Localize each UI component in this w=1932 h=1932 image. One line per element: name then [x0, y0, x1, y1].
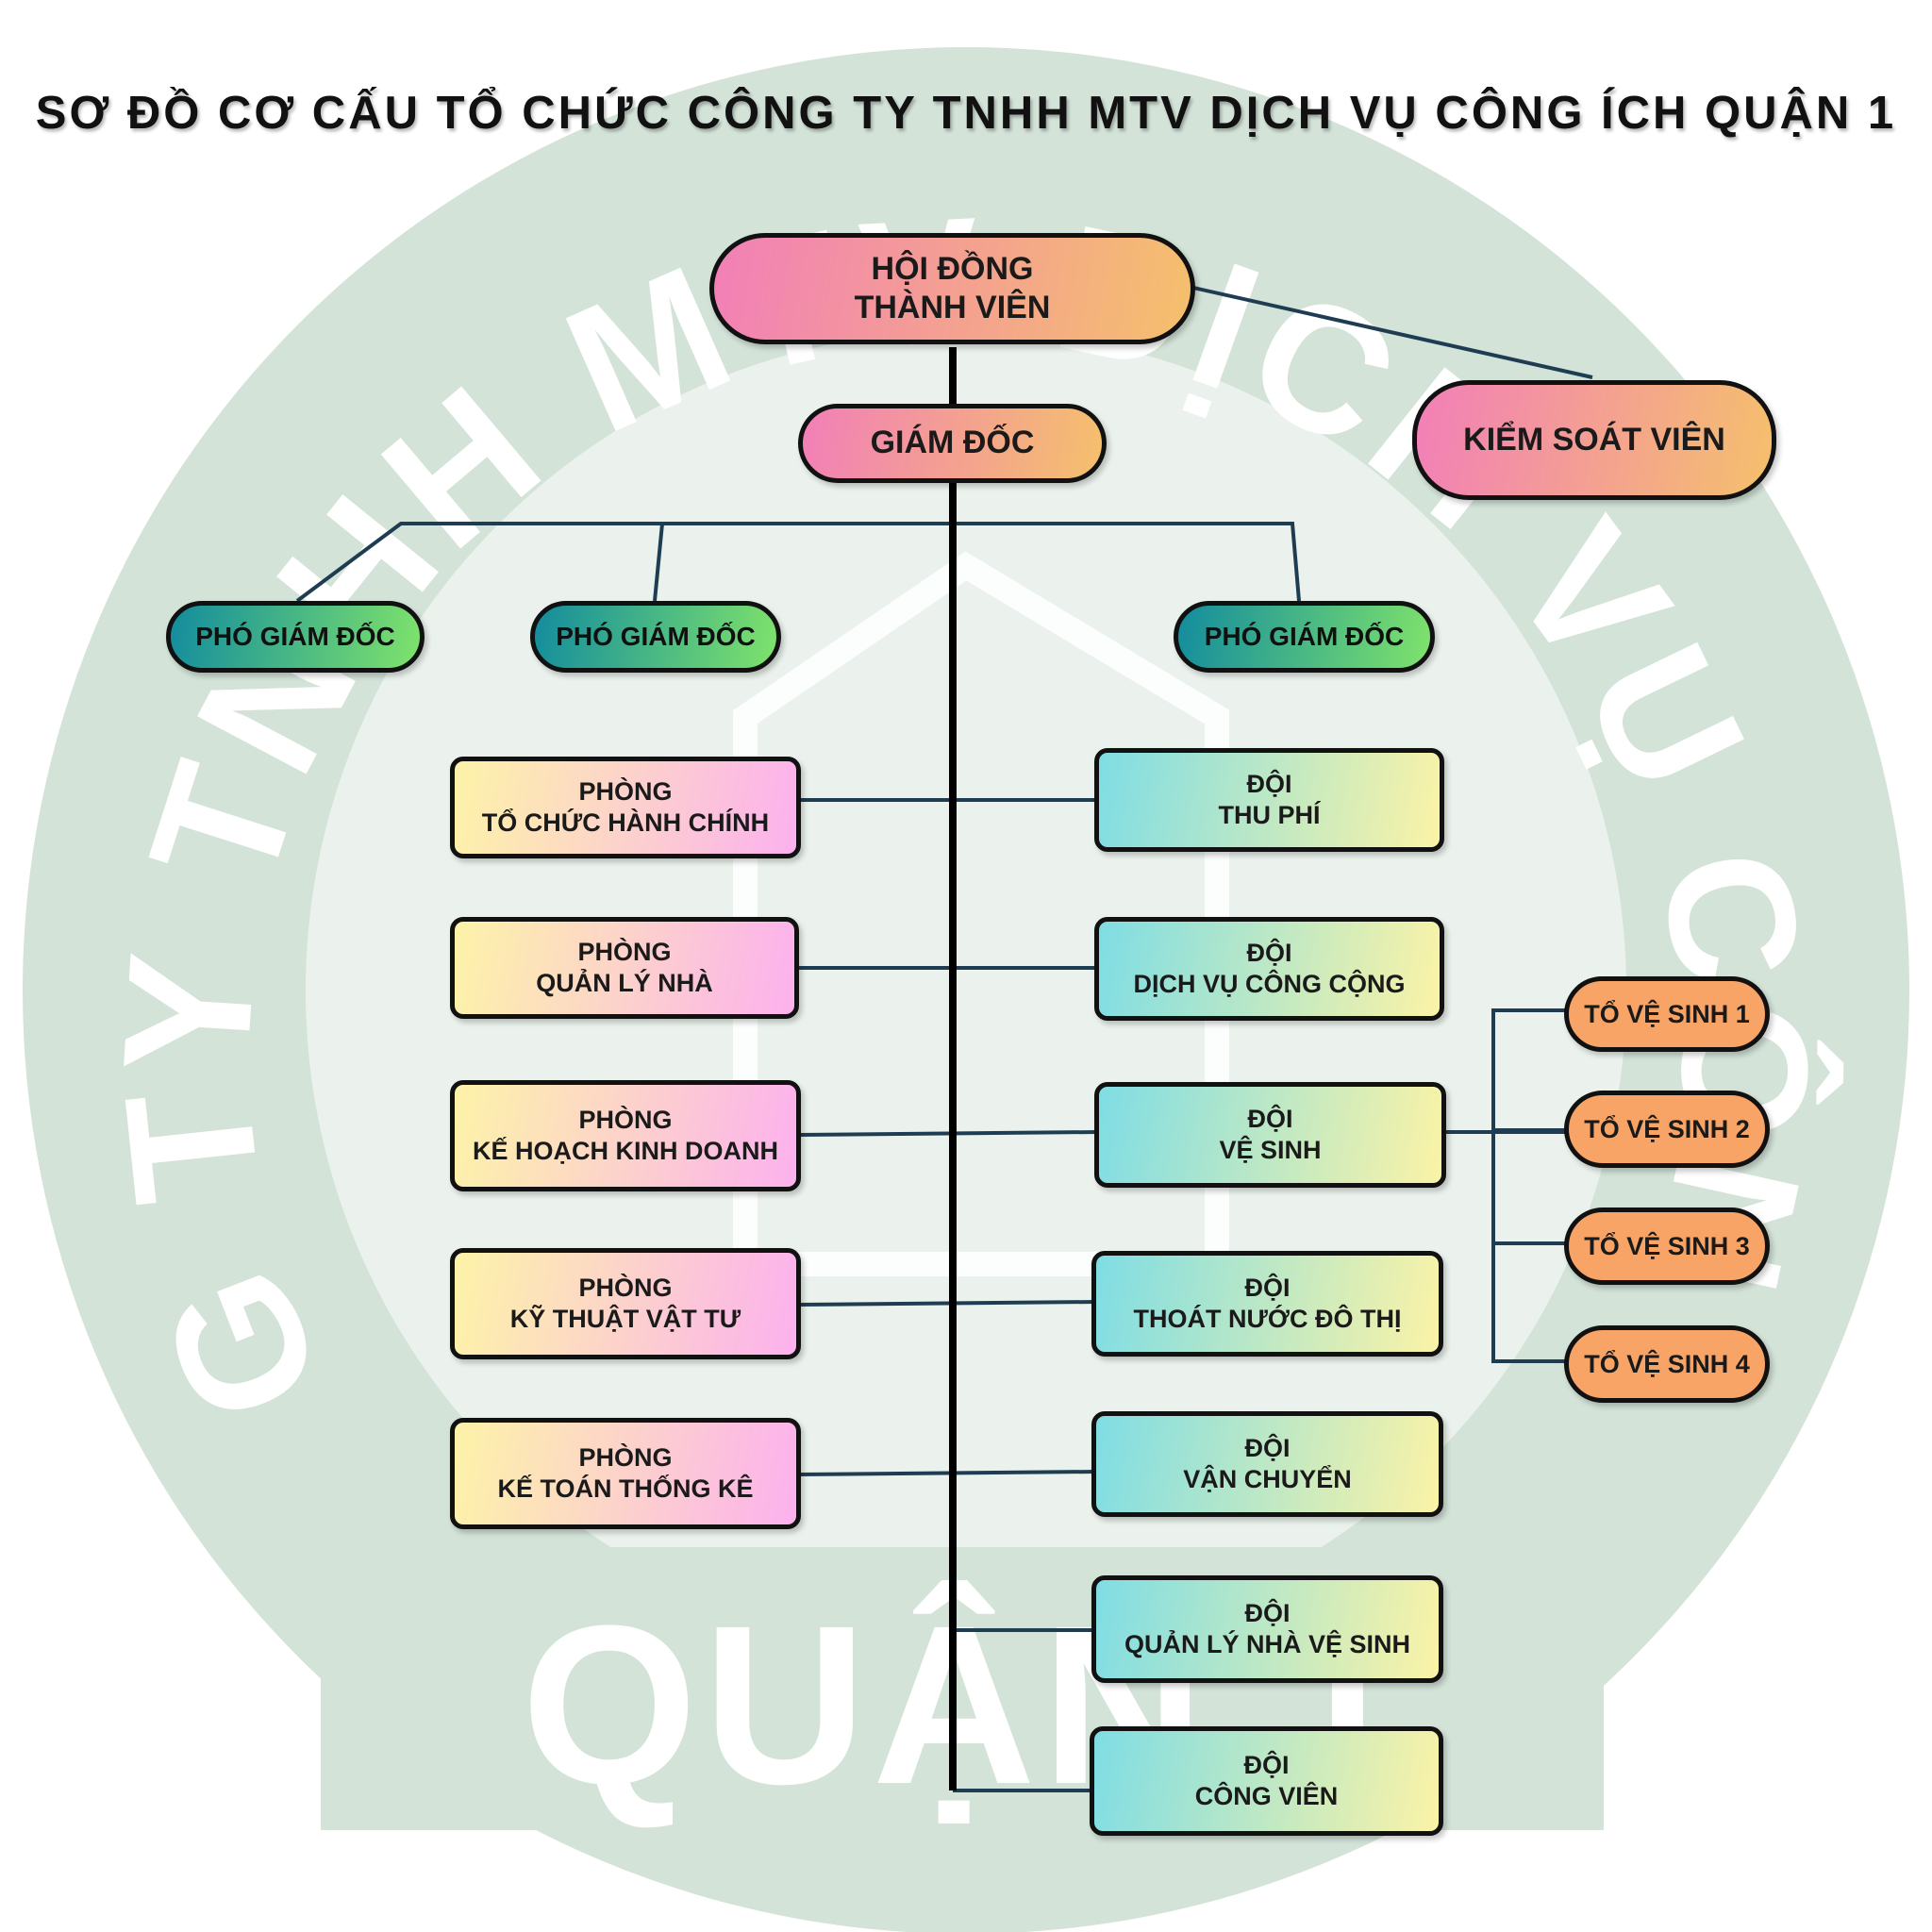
sanitation-group-box-3[interactable]: TỔ VỆ SINH 3 — [1564, 1208, 1770, 1285]
department-box-3[interactable]: PHÒNG KẾ HOẠCH KINH DOANH — [450, 1080, 801, 1191]
sanitation-group-box-4[interactable]: TỔ VỆ SINH 4 — [1564, 1325, 1770, 1403]
box-label: PHÒNG — [578, 777, 673, 807]
box-label: TỔ VỆ SINH 1 — [1584, 999, 1750, 1028]
dept-link-3 — [797, 1130, 1098, 1137]
department-box-2[interactable]: PHÒNG QUẢN LÝ NHÀ — [450, 917, 799, 1019]
box-label: PHÒNG — [578, 1443, 673, 1473]
box-label: ĐỘI — [1243, 1751, 1290, 1780]
sanitation-group-box-2[interactable]: TỔ VỆ SINH 2 — [1564, 1091, 1770, 1168]
box-label: VỆ SINH — [1219, 1136, 1322, 1164]
vice-director-box-3[interactable]: PHÓ GIÁM ĐỐC — [1174, 601, 1435, 673]
team-box-2[interactable]: ĐỘI DỊCH VỤ CÔNG CỘNG — [1094, 917, 1444, 1021]
team-box-4[interactable]: ĐỘI THOÁT NƯỚC ĐÔ THỊ — [1091, 1251, 1443, 1357]
box-label: GIÁM ĐỐC — [870, 425, 1035, 461]
board-of-members-box[interactable]: HỘI ĐỒNG THÀNH VIÊN — [709, 233, 1195, 344]
box-label: KIỂM SOÁT VIÊN — [1463, 421, 1725, 458]
chart-title: SƠ ĐỒ CƠ CẤU TỔ CHỨC CÔNG TY TNHH MTV DỊ… — [35, 88, 1897, 139]
box-label: PHÒNG — [578, 1274, 673, 1303]
secondary-links — [295, 286, 1593, 1792]
vice-director-bus — [295, 522, 1301, 603]
department-box-4[interactable]: PHÒNG KỸ THUẬT VẬT TƯ — [450, 1248, 801, 1359]
box-label: CÔNG VIÊN — [1194, 1782, 1339, 1810]
box-label: ĐỘI — [1246, 939, 1292, 968]
dept-link-4 — [797, 1300, 1098, 1307]
director-box[interactable]: GIÁM ĐỐC — [798, 404, 1107, 483]
box-label: PHÓ GIÁM ĐỐC — [1204, 621, 1405, 651]
box-label: ĐỘI — [1244, 1434, 1291, 1463]
box-label: ĐỘI — [1246, 770, 1292, 799]
vice-director-box-2[interactable]: PHÓ GIÁM ĐỐC — [530, 601, 781, 673]
box-label: PHÓ GIÁM ĐỐC — [556, 621, 756, 651]
box-label: QUẢN LÝ NHÀ — [536, 969, 713, 997]
box-label: TỔ VỆ SINH 4 — [1584, 1349, 1750, 1378]
box-label: DỊCH VỤ CÔNG CỘNG — [1133, 970, 1406, 998]
box-label: TỔ VỆ SINH 2 — [1584, 1114, 1750, 1143]
team-box-1[interactable]: ĐỘI THU PHÍ — [1094, 748, 1444, 852]
vice-director-2-drop — [653, 523, 664, 602]
sanitation-bracket — [1491, 1008, 1571, 1363]
vice-director-box-1[interactable]: PHÓ GIÁM ĐỐC — [166, 601, 425, 673]
box-label: QUẢN LÝ NHÀ VỆ SINH — [1124, 1630, 1411, 1658]
box-label: THÀNH VIÊN — [854, 290, 1051, 325]
department-box-1[interactable]: PHÒNG TỔ CHỨC HÀNH CHÍNH — [450, 757, 801, 858]
box-label: PHÓ GIÁM ĐỐC — [195, 621, 395, 651]
box-label: ĐỘI — [1244, 1274, 1291, 1303]
box-label: VẬN CHUYỂN — [1183, 1465, 1352, 1493]
box-label: KẾ TOÁN THỐNG KÊ — [497, 1474, 754, 1503]
controller-box[interactable]: KIỂM SOÁT VIÊN — [1412, 380, 1776, 500]
team-box-6[interactable]: ĐỘI QUẢN LÝ NHÀ VỆ SINH — [1091, 1575, 1443, 1683]
team-box-5[interactable]: ĐỘI VẬN CHUYỂN — [1091, 1411, 1443, 1517]
box-label: ĐỘI — [1247, 1105, 1293, 1134]
board-to-controller-link — [1192, 286, 1593, 379]
team-box-7[interactable]: ĐỘI CÔNG VIÊN — [1090, 1726, 1443, 1836]
box-label: THOÁT NƯỚC ĐÔ THỊ — [1133, 1305, 1402, 1333]
box-label: THU PHÍ — [1218, 801, 1321, 829]
box-label: KỸ THUẬT VẬT TƯ — [509, 1305, 741, 1333]
box-label: PHÒNG — [577, 938, 672, 967]
box-label: TỔ CHỨC HÀNH CHÍNH — [481, 808, 770, 837]
box-label: HỘI ĐỒNG — [871, 250, 1034, 287]
dept-link-5 — [797, 1470, 1098, 1476]
team-box-3[interactable]: ĐỘI VỆ SINH — [1094, 1082, 1446, 1188]
box-label: KẾ HOẠCH KINH DOANH — [473, 1137, 778, 1165]
sanitation-group-box-1[interactable]: TỔ VỆ SINH 1 — [1564, 976, 1770, 1052]
box-label: PHÒNG — [578, 1106, 673, 1135]
box-label: ĐỘI — [1244, 1599, 1291, 1628]
department-box-5[interactable]: PHÒNG KẾ TOÁN THỐNG KÊ — [450, 1418, 801, 1529]
box-label: TỔ VỆ SINH 3 — [1584, 1231, 1750, 1260]
